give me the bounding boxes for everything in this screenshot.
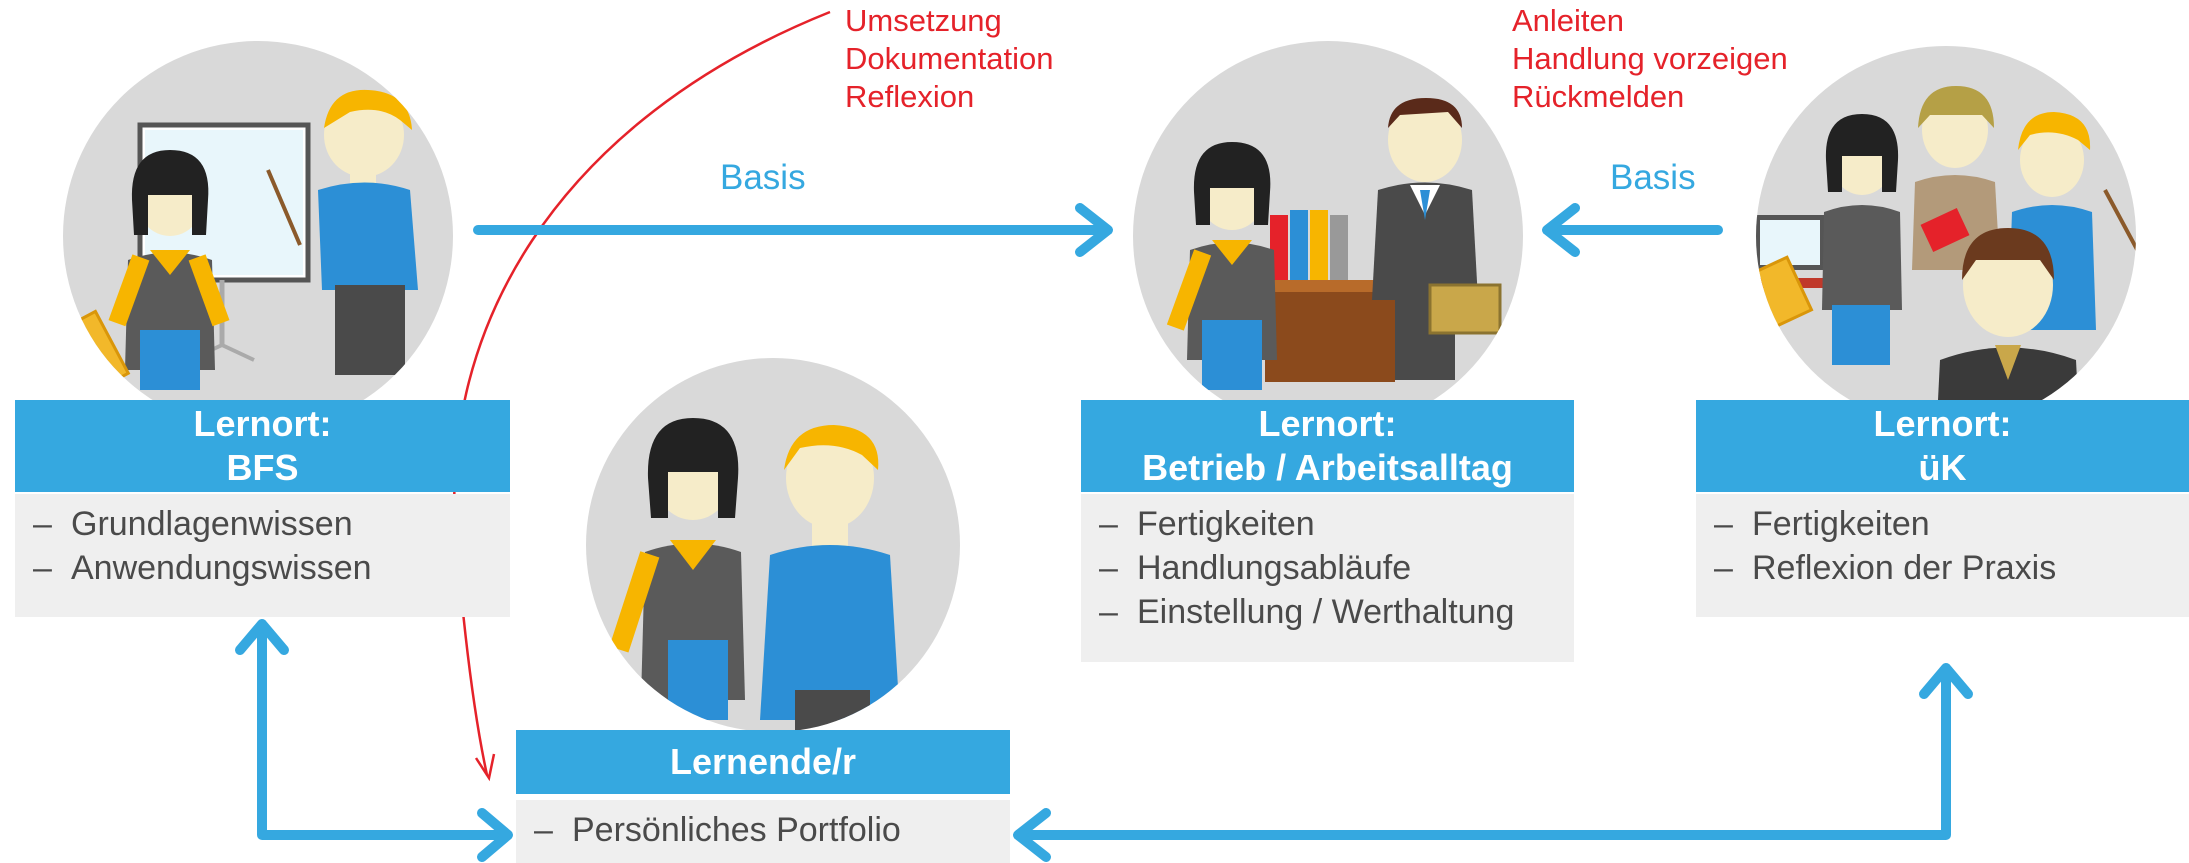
arrow-basis-left [473,203,1113,257]
node-lernende-header: Lernende/r [516,730,1010,794]
node-bfs-header: Lernort: BFS [15,400,510,492]
annotation-anleiten: Anleiten [1512,3,1625,38]
node-uk-items: Fertigkeiten Reflexion der Praxis [1696,494,2189,617]
annotation-handlung-vorzeigen: Handlung vorzeigen [1512,41,1788,76]
node-lernende-items: Persönliches Portfolio [516,800,1010,863]
node-bfs-line1: Lernort: [193,403,332,444]
arrow-uk-lernende [1013,663,1973,862]
annotation-left-red: Umsetzung Dokumentation Reflexion [845,2,1054,116]
node-uk-line2: üK [1918,447,1967,488]
illustration-bfs [63,41,453,431]
list-item: Persönliches Portfolio [534,808,1010,852]
node-uk-line1: Lernort: [1873,403,2012,444]
annotation-reflexion: Reflexion [845,79,975,114]
arrow-bfs-lernende [235,619,513,862]
annotation-right-red: Anleiten Handlung vorzeigen Rückmelden [1512,2,1788,116]
node-betrieb-header: Lernort: Betrieb / Arbeitsalltag [1081,400,1574,492]
node-bfs-line2: BFS [226,447,299,488]
list-item: Fertigkeiten [1099,502,1574,546]
annotation-umsetzung: Umsetzung [845,3,1002,38]
list-item: Fertigkeiten [1714,502,2189,546]
basis-label-left: Basis [720,158,806,197]
basis-label-right: Basis [1610,158,1696,197]
node-bfs-items: Grundlagenwissen Anwendungswissen [15,494,510,617]
node-lernende-line1: Lernende/r [669,741,857,782]
list-item: Handlungsabläufe [1099,546,1574,590]
arrow-basis-right [1542,203,1723,257]
illustration-betrieb [1133,41,1523,431]
list-item: Anwendungswissen [33,546,510,590]
node-betrieb-line2: Betrieb / Arbeitsalltag [1142,447,1513,488]
list-item: Reflexion der Praxis [1714,546,2189,590]
red-arrowhead [474,753,496,782]
node-betrieb-line1: Lernort: [1258,403,1397,444]
list-item: Einstellung / Werthaltung [1099,590,1574,634]
node-betrieb-items: Fertigkeiten Handlungsabläufe Einstellun… [1081,494,1574,662]
annotation-rueckmelden: Rückmelden [1512,79,1685,114]
list-item: Grundlagenwissen [33,502,510,546]
illustration-lernende [586,358,960,732]
node-uk-header: Lernort: üK [1696,400,2189,492]
annotation-dokumentation: Dokumentation [845,41,1054,76]
